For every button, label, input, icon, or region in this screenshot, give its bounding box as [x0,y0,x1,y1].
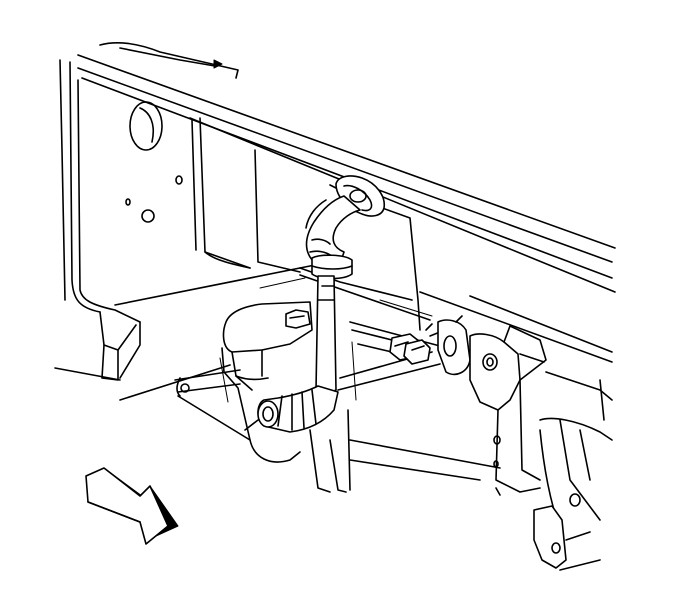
detail-lines [219,267,433,403]
top-fender-bracket [99,42,239,79]
lower-crossmember [174,351,501,493]
medium-hole [141,209,155,223]
large-oval-hole [129,101,163,151]
wiring-harness [244,195,361,433]
small-hole [125,198,131,206]
washer-reservoir [221,301,313,463]
hole-rim [139,107,155,143]
small-hole [175,175,183,185]
panel-holes [125,101,183,223]
inner-fender-panel [54,59,331,401]
harness-connector [349,321,441,365]
direction-arrow-icon [85,467,179,545]
right-bracket-assembly [437,315,613,571]
